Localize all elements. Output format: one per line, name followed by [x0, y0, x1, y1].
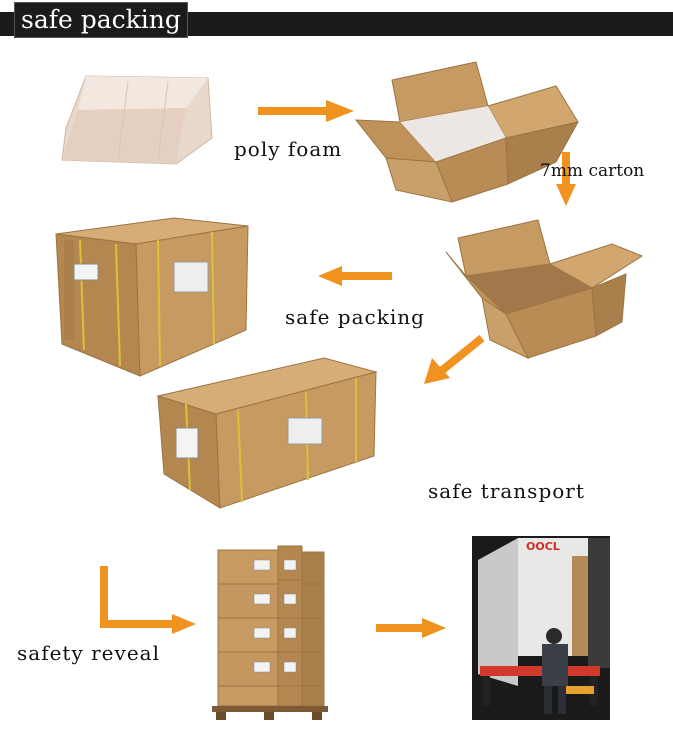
open-carton-image [354, 61, 579, 203]
safe-transport-label: safe transport [428, 479, 585, 503]
arrow-down-left-icon [424, 334, 485, 384]
long-wooden-crate-image [156, 357, 378, 509]
container-brand-text: OOCL [526, 540, 560, 553]
safe-packing-label: safe packing [285, 305, 425, 329]
poly-foam-bag-image [61, 75, 213, 165]
arrow-right-icon [376, 618, 446, 638]
arrow-left-icon [318, 266, 392, 286]
poly-foam-label: poly foam [234, 137, 343, 161]
corner-arrow-icon [100, 566, 196, 634]
arrow-down-icon [556, 152, 576, 206]
shipping-container-image: OOCL [472, 536, 610, 720]
open-empty-carton-image [445, 219, 644, 360]
palletized-cartons-image [212, 545, 328, 720]
wooden-crate-image [55, 217, 249, 377]
carton-label: 7mm carton [540, 161, 645, 181]
page-title: safe packing [14, 2, 188, 38]
arrow-right-icon [258, 100, 354, 122]
safety-reveal-label: safety reveal [17, 641, 160, 665]
